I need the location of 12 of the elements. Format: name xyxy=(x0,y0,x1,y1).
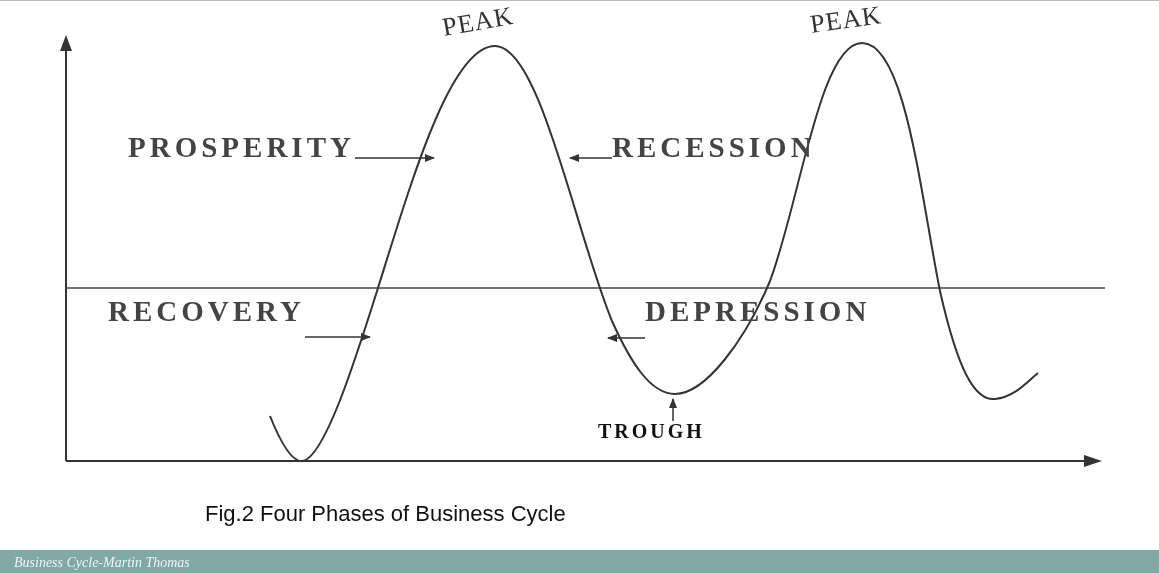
phase-label: TROUGH xyxy=(598,421,705,443)
figure-caption: Fig.2 Four Phases of Business Cycle xyxy=(205,501,566,527)
leader-arrow xyxy=(304,332,372,342)
leader-arrow xyxy=(354,153,436,163)
footer-text: Business Cycle-Martin Thomas xyxy=(14,556,190,570)
leader-arrow xyxy=(568,153,613,163)
leader-arrow xyxy=(606,333,646,343)
leader-arrow xyxy=(668,397,678,422)
phase-label: PROSPERITY xyxy=(128,133,355,166)
peak-label: PEAK xyxy=(440,2,516,42)
phase-label: RECOVERY xyxy=(108,297,305,346)
peak-label: PEAK xyxy=(808,2,884,38)
